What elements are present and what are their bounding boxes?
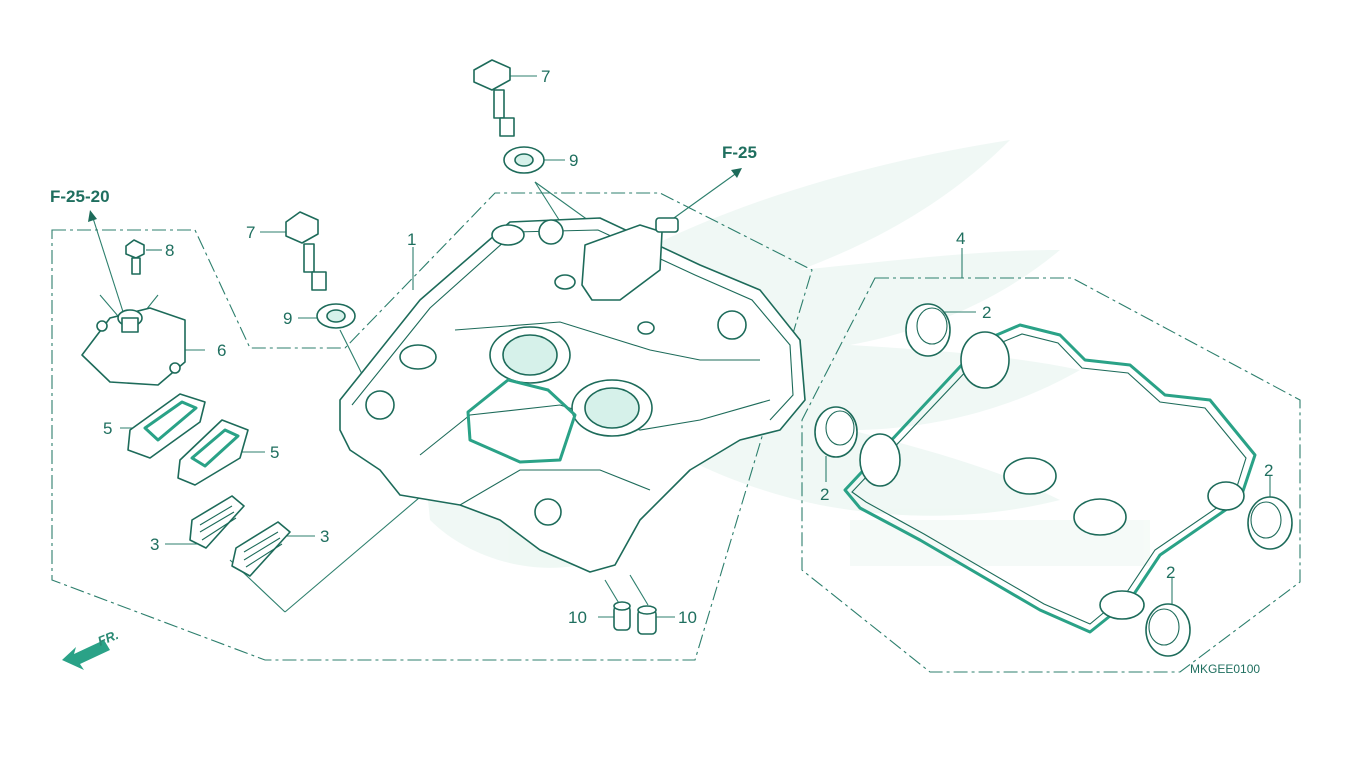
callout-2: 2 bbox=[1166, 563, 1175, 582]
dowel-left bbox=[613, 601, 631, 631]
plug-seal-1 bbox=[905, 303, 951, 357]
callout-10: 10 bbox=[678, 608, 697, 627]
callout-7: 7 bbox=[246, 223, 255, 242]
callout-3: 3 bbox=[150, 535, 159, 554]
reed-plate-right bbox=[177, 419, 249, 486]
group-frame-gasket bbox=[801, 277, 1301, 673]
ref-arrow-f2520 bbox=[88, 210, 126, 319]
reed-valve-left bbox=[189, 495, 245, 549]
front-label: FR. bbox=[96, 627, 121, 649]
callout-3: 3 bbox=[320, 527, 329, 546]
diagram-code: MKGEE0100 bbox=[1190, 662, 1260, 676]
callout-6: 6 bbox=[217, 341, 226, 360]
callout-8: 8 bbox=[165, 241, 174, 260]
front-direction: FR. bbox=[62, 627, 121, 670]
plug-seal-4 bbox=[1145, 603, 1191, 657]
callout-5: 5 bbox=[103, 419, 112, 438]
callout-4: 4 bbox=[956, 229, 965, 248]
reed-plate-left bbox=[127, 393, 206, 459]
callout-2: 2 bbox=[1264, 461, 1273, 480]
callout-7: 7 bbox=[541, 67, 550, 86]
reed-valve-right bbox=[231, 521, 291, 577]
callout-9: 9 bbox=[283, 309, 292, 328]
ref-label-f2520: F-25-20 bbox=[50, 187, 110, 206]
cylinder-head-cover bbox=[339, 217, 806, 573]
cover-gasket bbox=[843, 323, 1257, 634]
bolt-left bbox=[285, 211, 327, 291]
callout-10: 10 bbox=[568, 608, 587, 627]
washer-left bbox=[316, 303, 356, 329]
callout-9: 9 bbox=[569, 151, 578, 170]
front-arrow-icon bbox=[62, 640, 110, 670]
callout-1: 1 bbox=[407, 230, 416, 249]
callout-2: 2 bbox=[820, 485, 829, 504]
plug-seal-2 bbox=[814, 406, 858, 458]
bolt-small bbox=[125, 239, 145, 275]
callout-2: 2 bbox=[982, 303, 991, 322]
bolt-top bbox=[473, 59, 515, 137]
group-frame-main bbox=[51, 192, 813, 661]
washer-top bbox=[503, 146, 545, 174]
ref-label-f25: F-25 bbox=[722, 143, 757, 162]
callout-numbers: 1 2 2 2 2 3 3 4 5 5 6 7 7 8 9 9 10 10 bbox=[103, 67, 1273, 627]
breather-cover bbox=[81, 307, 186, 386]
callout-5: 5 bbox=[270, 443, 279, 462]
dowel-right bbox=[637, 605, 657, 635]
plug-seal-3 bbox=[1247, 496, 1293, 550]
